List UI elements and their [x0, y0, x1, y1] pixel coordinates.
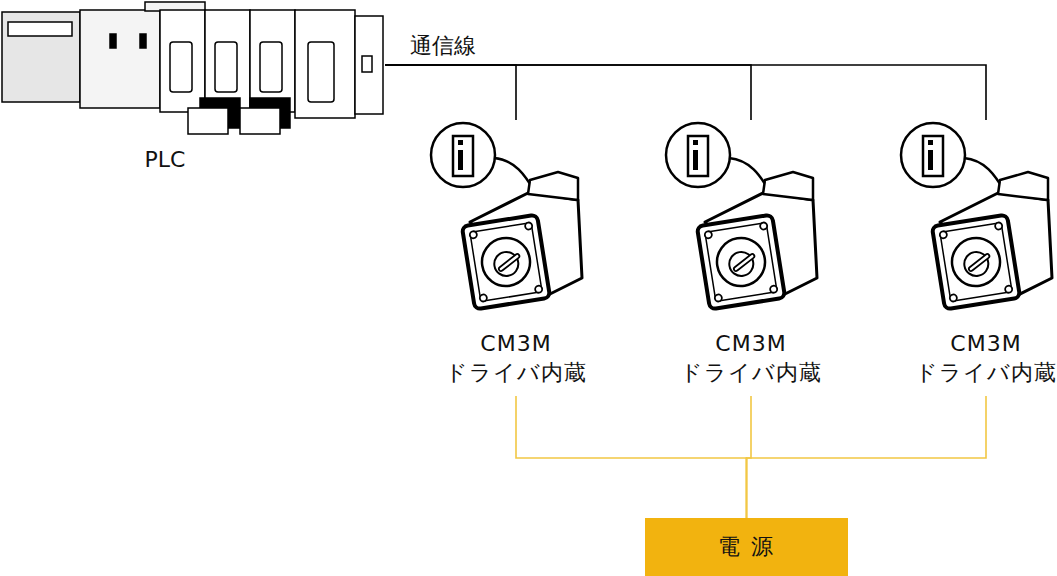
plc-symbol — [2, 2, 383, 134]
plc-unit: PLC — [0, 0, 385, 178]
power-line — [747, 396, 987, 518]
power-line — [516, 396, 747, 518]
motor-with-driver: CM3M ドライバ内蔵 — [665, 120, 837, 392]
motor-label: CM3M ドライバ内蔵 — [430, 329, 602, 388]
motor-with-driver: CM3M ドライバ内蔵 — [900, 120, 1057, 392]
communication-line — [385, 65, 516, 120]
motor-label: CM3M ドライバ内蔵 — [900, 329, 1057, 388]
edge-label: 通信線 — [407, 33, 479, 59]
power-label: 電 源 — [718, 532, 775, 562]
motor-with-driver: CM3M ドライバ内蔵 — [430, 120, 602, 392]
power-box: 電 源 — [645, 518, 848, 576]
communication-line — [385, 65, 751, 120]
motor-label: CM3M ドライバ内蔵 — [665, 329, 837, 388]
communication-line — [385, 65, 986, 120]
plc-label: PLC — [135, 145, 195, 175]
